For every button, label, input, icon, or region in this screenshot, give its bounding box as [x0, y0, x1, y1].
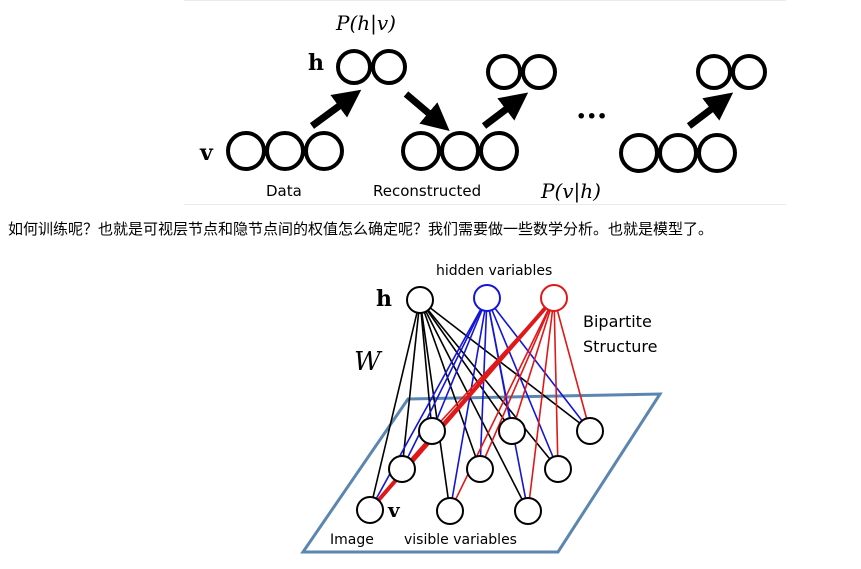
W-label: W [354, 347, 383, 377]
h-label: h [376, 286, 392, 312]
bipartite-label: Bipartite [583, 312, 652, 331]
visible-node [514, 497, 542, 525]
visible-node [576, 417, 604, 445]
black-connections [369, 299, 591, 512]
visible-unit [658, 133, 698, 173]
ellipsis: ··· [576, 99, 607, 134]
visible-unit [479, 131, 519, 171]
hidden-unit [371, 49, 407, 85]
visible-node [356, 496, 384, 524]
visible-unit [226, 131, 266, 171]
visible-unit [265, 131, 305, 171]
p-h-given-v-label: P(h|v) [335, 11, 396, 36]
visible-node [466, 455, 494, 483]
arrow-up-final [686, 92, 734, 129]
hidden-unit [486, 54, 522, 90]
hidden-node-red [540, 284, 568, 312]
structure-label: Structure [583, 337, 657, 356]
gibbs-sampling-figure: P(h|v) h v ··· Data Recons [199, 11, 767, 204]
arrow-up-2 [481, 92, 529, 129]
hidden-unit [521, 54, 557, 90]
hidden-layer-2 [486, 54, 557, 90]
hidden-unit [731, 54, 767, 90]
visible-unit [440, 131, 480, 171]
caption-text: 如何训练呢？也就是可视层节点和隐节点间的权值怎么确定呢？我们需要做一些数学分析。… [8, 220, 714, 238]
v-label: v [199, 140, 214, 166]
bottom-divider [184, 204, 786, 205]
hidden-layer-1 [336, 49, 407, 85]
reconstructed-label: Reconstructed [373, 182, 481, 200]
hidden-layer-final [696, 54, 767, 90]
hidden-unit [336, 49, 372, 85]
visible-unit [401, 131, 441, 171]
visible-node [498, 417, 526, 445]
visible-layer-final [619, 133, 737, 173]
visible-unit [619, 133, 659, 173]
hidden-unit [696, 54, 732, 90]
arrow-up-1 [309, 89, 362, 129]
visible-layer-data [226, 131, 344, 171]
visible-node [544, 455, 572, 483]
rbm-bipartite-figure: hidden variables h Bipartite Structure W… [300, 263, 663, 554]
visible-node [418, 417, 446, 445]
visible-unit [697, 133, 737, 173]
arrow-down [403, 91, 450, 132]
visible-unit [304, 131, 344, 171]
visible-plane [300, 392, 663, 554]
hidden-node-black [406, 286, 434, 314]
image-label: Image [330, 532, 374, 548]
v-label: v [387, 498, 401, 522]
visible-node [388, 455, 416, 483]
h-label: h [308, 50, 324, 76]
hidden-node-blue [473, 284, 501, 312]
visible-node [436, 497, 464, 525]
visible-variables-label: visible variables [404, 532, 517, 548]
data-label: Data [266, 182, 302, 200]
p-v-given-h-label: P(v|h) [540, 179, 601, 204]
visible-layer-reconstructed [401, 131, 519, 171]
hidden-variables-label: hidden variables [436, 263, 552, 279]
visible-nodes [356, 417, 604, 525]
top-divider [184, 0, 786, 1]
